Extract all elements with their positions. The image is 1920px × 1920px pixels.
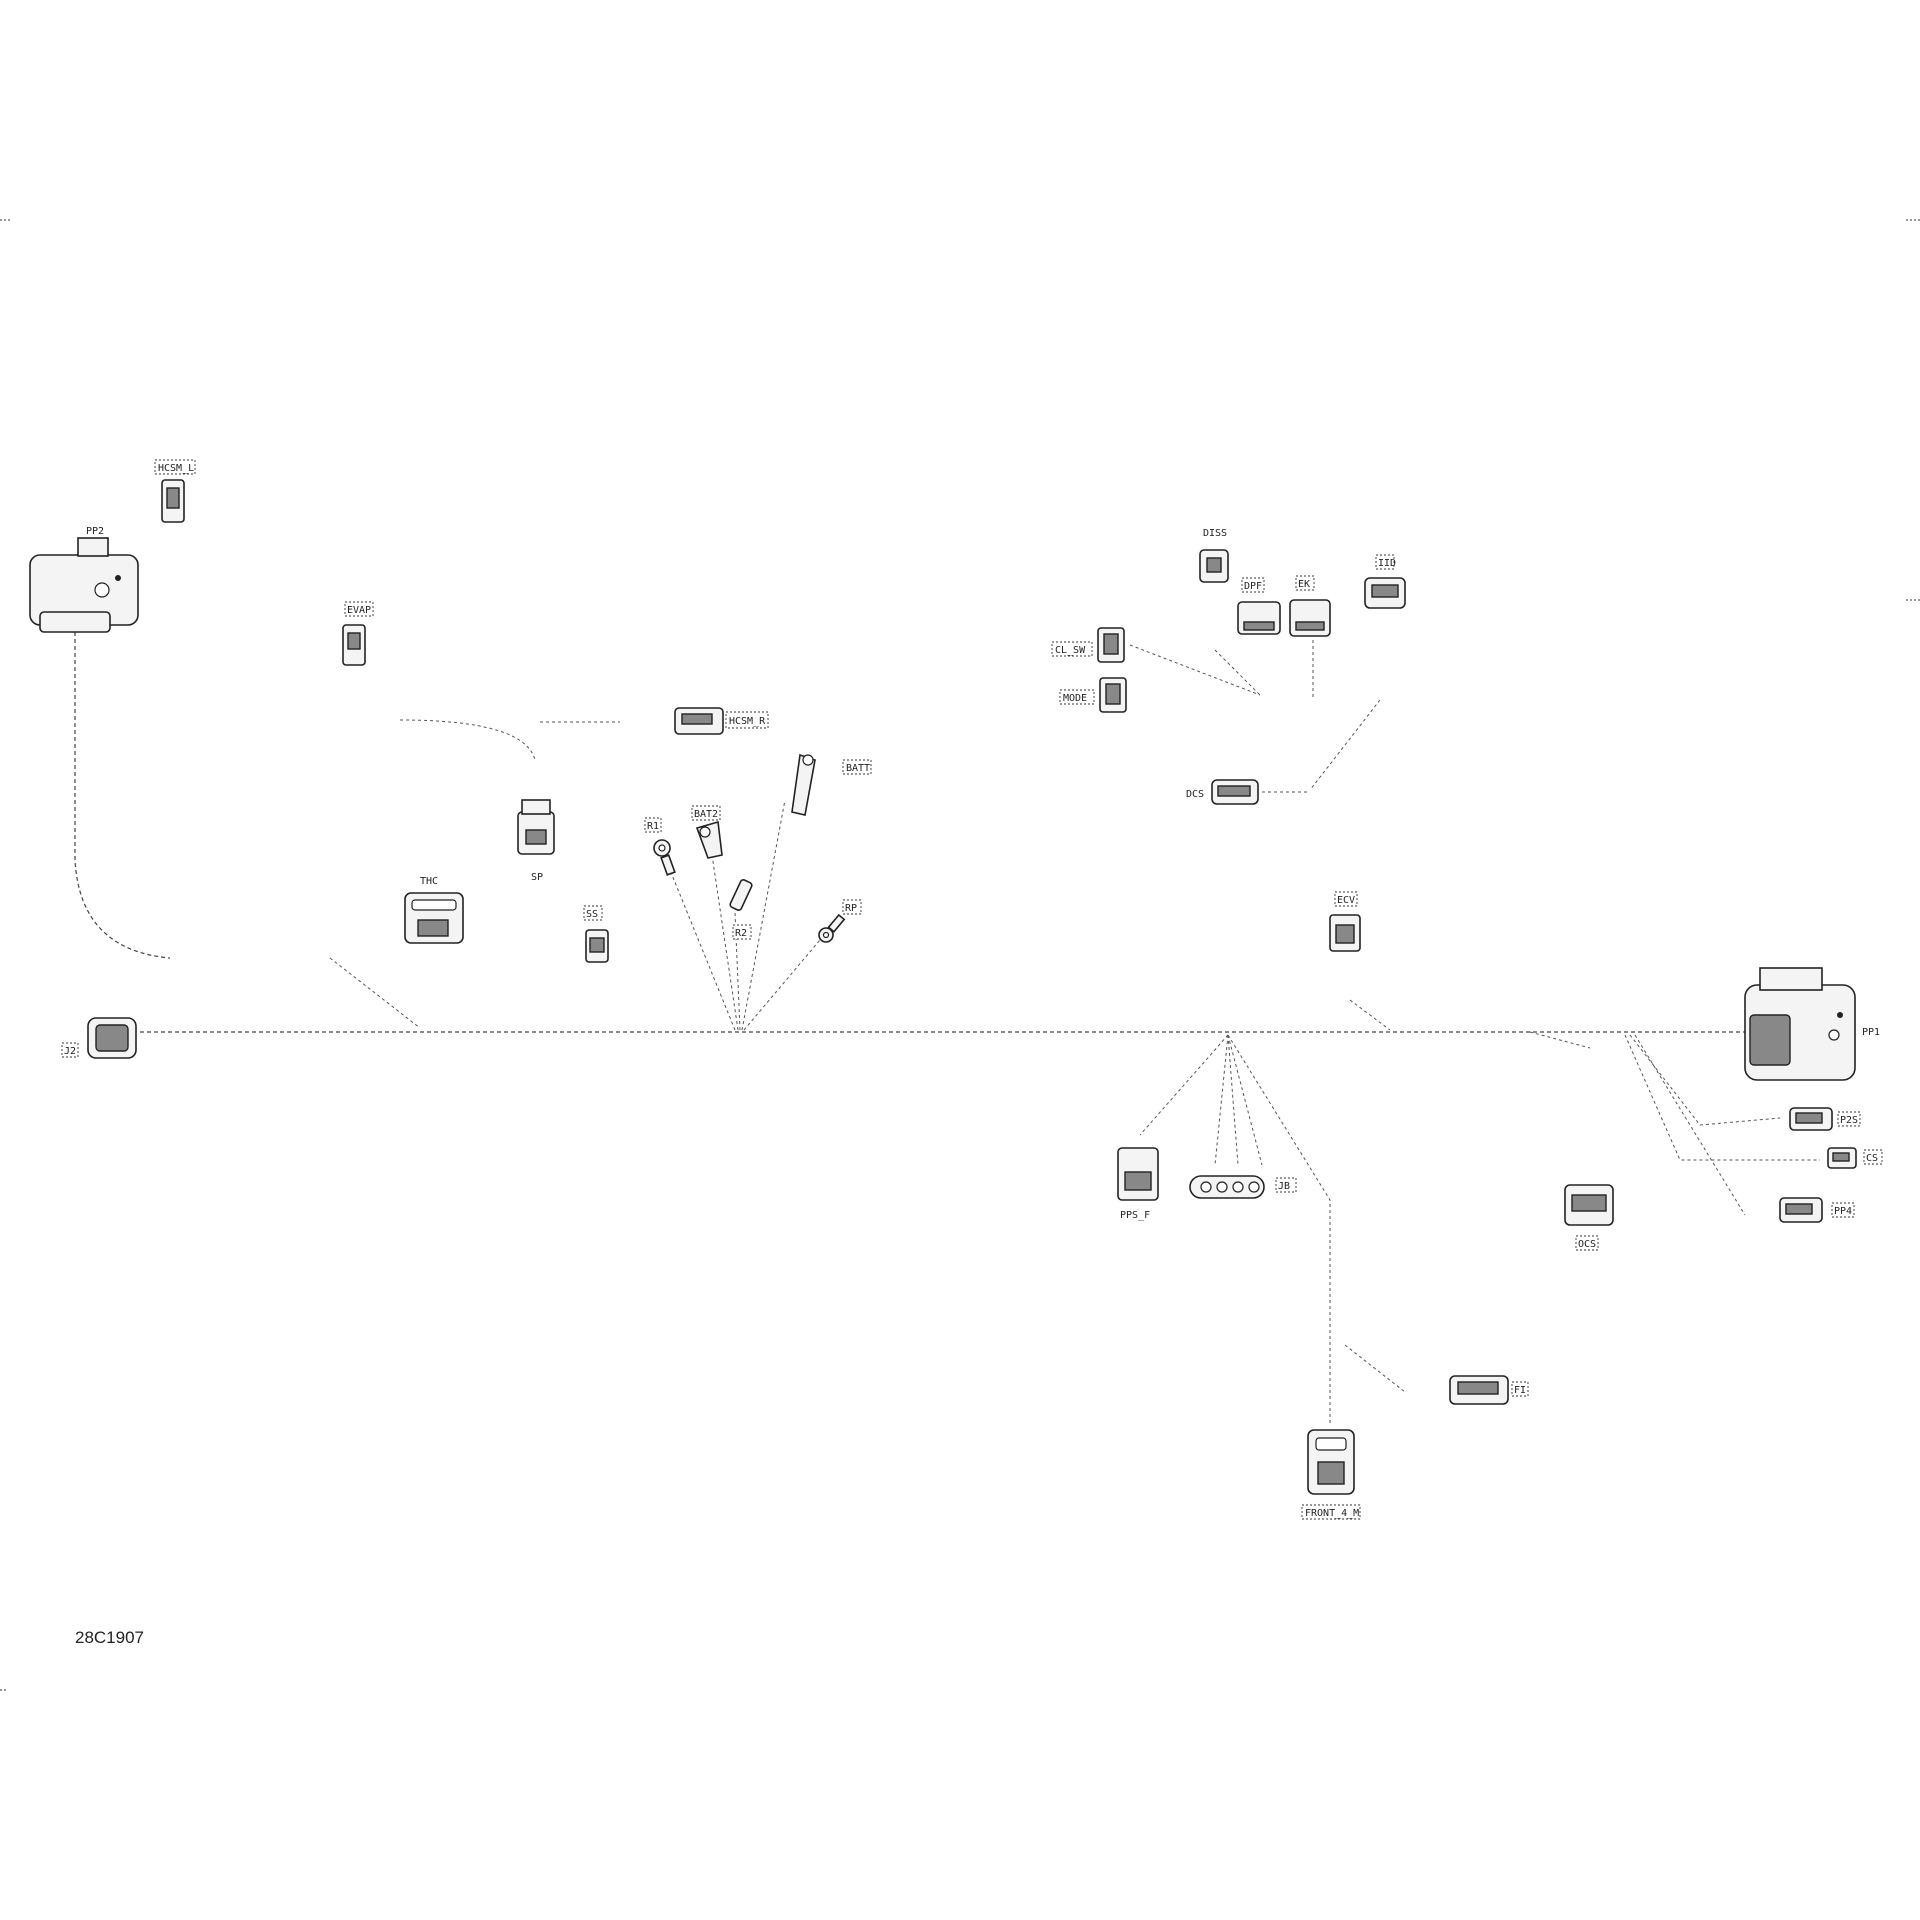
- label-bat2: BAT2: [694, 809, 718, 820]
- label-hcsm-l: HCSM_L: [158, 463, 194, 474]
- label-evap: EVAP: [347, 605, 371, 616]
- sp-branch-wire: [399, 719, 536, 761]
- label-sp: SP: [531, 872, 543, 883]
- label-pp4: PP4: [1834, 1206, 1852, 1217]
- connector-cl-sw: CL_SW: [1051, 627, 1125, 663]
- label-cl-sw: CL_SW: [1055, 645, 1086, 656]
- label-dcs: DCS: [1186, 789, 1204, 800]
- r1-branch-wire: [669, 869, 736, 1031]
- connector-r1: R1: [644, 817, 676, 876]
- connector-ocs: OCS: [1564, 1184, 1614, 1251]
- connector-iid: IID: [1364, 554, 1406, 609]
- connector-mode: MODE: [1059, 677, 1127, 713]
- pp2-branch-wire: [74, 625, 171, 959]
- label-cs: CS: [1866, 1153, 1878, 1164]
- front-4-m-branch-wire: [1227, 1034, 1331, 1425]
- connector-hcsm-l: HCSM_L: [154, 459, 196, 523]
- connector-pp2: PP2: [29, 526, 139, 633]
- connector-evap: EVAP: [342, 601, 374, 666]
- label-ek: EK: [1298, 579, 1310, 590]
- p2s-branch-wire: [1629, 1034, 1781, 1126]
- label-pp2: PP2: [86, 526, 104, 537]
- dpf-branch-wire: [1214, 649, 1261, 696]
- label-dpf: DPF: [1244, 581, 1262, 592]
- connector-pp4: PP4: [1779, 1197, 1855, 1223]
- label-ecv: ECV: [1337, 895, 1355, 906]
- batt-branch-wire: [741, 799, 786, 1031]
- connector-thc: THC: [404, 876, 464, 944]
- connector-j2: J2: [61, 1017, 137, 1059]
- connector-rp: RP: [818, 899, 862, 943]
- cs-branch-wire: [1624, 1034, 1820, 1161]
- connector-front-4-m: FRONT_4_M: [1301, 1429, 1361, 1520]
- drawing-code: 28C1907: [75, 1628, 144, 1647]
- connector-cs: CS: [1827, 1147, 1883, 1169]
- connector-ss: SS: [583, 905, 609, 963]
- label-ocs: OCS: [1578, 1239, 1596, 1250]
- pps-f-branch-wire: [1139, 1034, 1229, 1136]
- label-jb: JB: [1278, 1181, 1290, 1192]
- label-pp1: PP1: [1862, 1027, 1880, 1038]
- jb-branch-wire-1: [1214, 1034, 1229, 1166]
- iid-branch-wire: [1309, 699, 1381, 791]
- label-diss: DISS: [1203, 528, 1227, 539]
- harness-wires: [74, 625, 1820, 1425]
- jb-branch-wire-3: [1227, 1034, 1263, 1166]
- label-pps-f: PPS_F: [1120, 1210, 1150, 1221]
- label-j2: J2: [64, 1046, 76, 1057]
- ocs-branch-wire: [1529, 1031, 1591, 1049]
- label-p2s: P2S: [1840, 1115, 1858, 1126]
- connector-diss: DISS: [1199, 528, 1229, 583]
- connector-pps-f: PPS_F: [1117, 1147, 1159, 1221]
- connector-dcs: DCS: [1186, 779, 1259, 805]
- ecv-branch-wire: [1349, 999, 1391, 1031]
- label-iid: IID: [1378, 558, 1396, 569]
- jb-branch-wire-2: [1227, 1034, 1239, 1166]
- connector-fi: FI: [1449, 1375, 1529, 1405]
- connector-bat2: BAT2: [691, 805, 723, 859]
- connector-r2: R2: [729, 879, 753, 940]
- label-r2: R2: [735, 928, 747, 939]
- connector-p2s: P2S: [1789, 1107, 1861, 1131]
- connector-dpf: DPF: [1237, 577, 1281, 635]
- label-ss: SS: [586, 909, 598, 920]
- label-rp: RP: [845, 903, 857, 914]
- connector-jb: JB: [1189, 1175, 1297, 1199]
- label-fi: FI: [1514, 1385, 1526, 1396]
- connector-pp1: PP1: [1744, 967, 1880, 1081]
- connector-ek: EK: [1289, 575, 1331, 637]
- label-front-4-m: FRONT_4_M: [1305, 1508, 1359, 1519]
- fi-branch-wire: [1344, 1344, 1406, 1393]
- label-hcsm-r: HCSM_R: [729, 716, 766, 727]
- label-r1: R1: [647, 821, 659, 832]
- pp4-branch-wire: [1634, 1034, 1746, 1216]
- cl-sw-branch-wire: [1129, 644, 1261, 696]
- label-mode: MODE: [1063, 693, 1087, 704]
- label-batt: BATT: [846, 763, 870, 774]
- bat2-branch-wire: [711, 854, 739, 1031]
- connector-batt: BATT: [791, 753, 872, 816]
- connector-sp: SP: [517, 799, 555, 883]
- label-thc: THC: [420, 876, 438, 887]
- thc-branch-wire: [329, 957, 421, 1029]
- rp-branch-wire: [743, 939, 821, 1031]
- connector-hcsm-r: HCSM_R: [674, 707, 769, 735]
- connector-ecv: ECV: [1329, 891, 1361, 952]
